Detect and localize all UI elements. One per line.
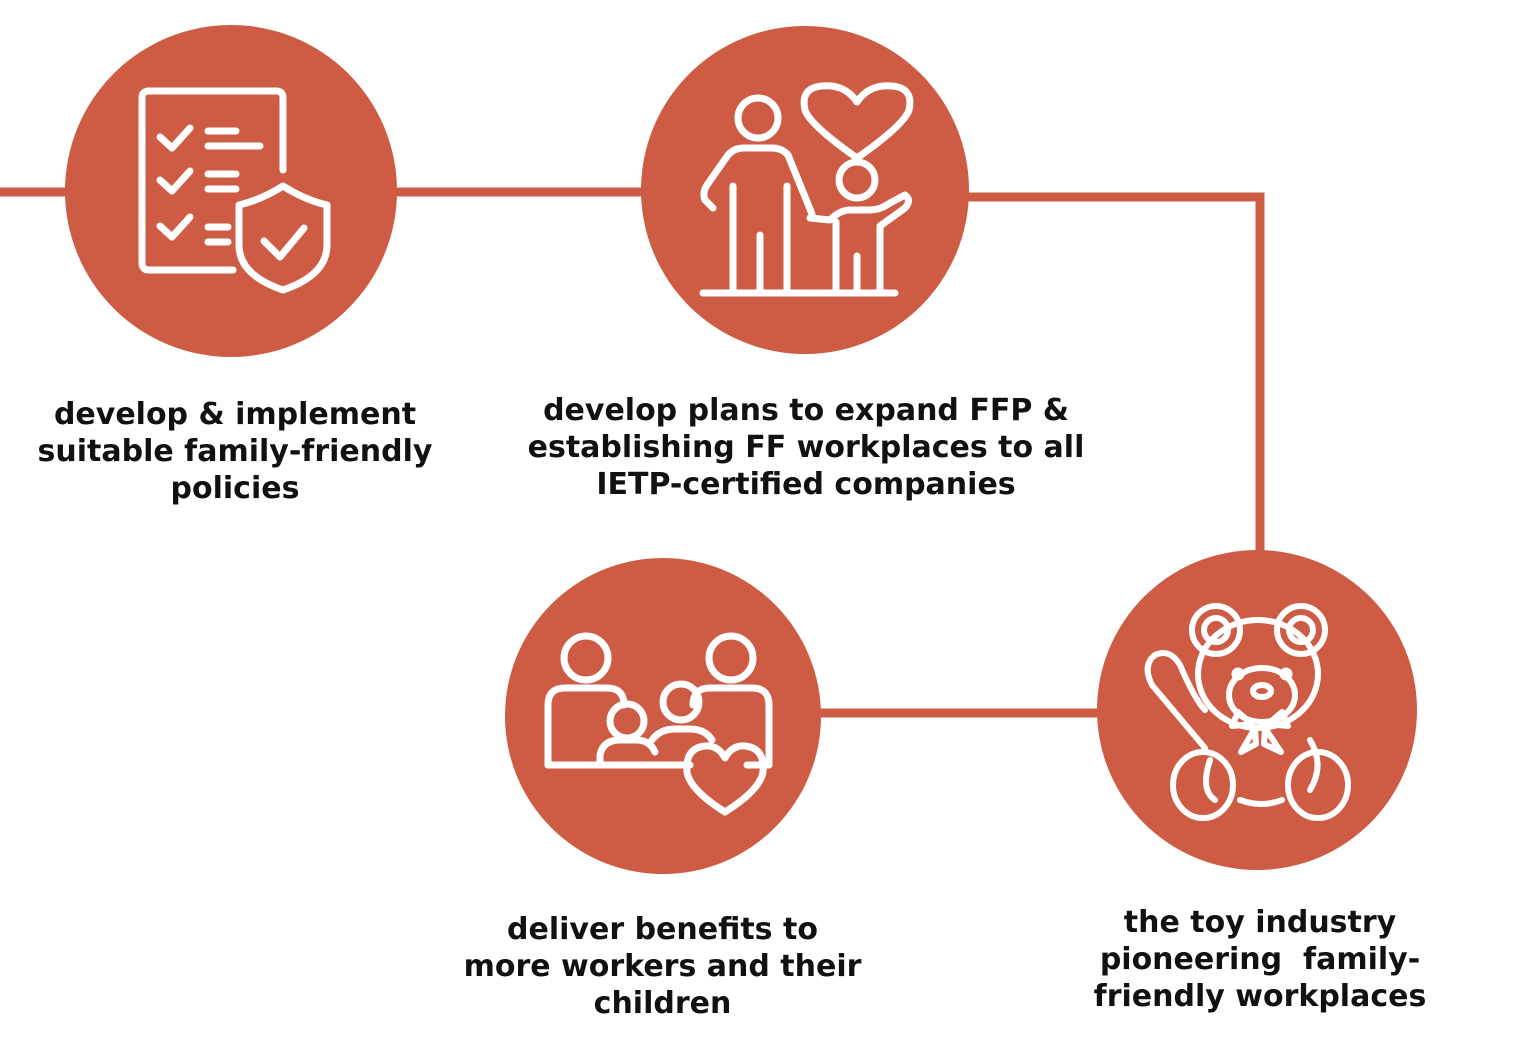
step-circle-3 [505, 558, 821, 874]
parent-child-heart-icon [699, 82, 914, 297]
step-4-caption-line-3: friendly workplaces [1093, 979, 1427, 1014]
step-3-caption-line-1: deliver benefits to [507, 912, 818, 947]
step-1-caption-line-3: policies [170, 471, 300, 506]
step-2-caption-line-3: IETP-certified companies [596, 467, 1016, 502]
step-1-caption-line-1: develop & implement [53, 397, 417, 432]
step-1-caption-line-2: suitable family-friendly [37, 434, 433, 469]
step-2-caption: develop plans to expand FFP & establishi… [500, 392, 1112, 503]
connector-step2-step4 [960, 192, 1265, 560]
teddy-bear-icon [1144, 603, 1351, 821]
step-3-caption-line-3: children [593, 986, 732, 1021]
connector-lines [0, 187, 1265, 718]
step-circle-4 [1097, 550, 1417, 870]
step-2-caption-line-1: develop plans to expand FFP & [543, 393, 1069, 428]
step-1-caption: develop & implement suitable family-frie… [15, 396, 455, 507]
step-3-caption: deliver benefits to more workers and the… [440, 911, 885, 1022]
checklist-shield-icon [138, 87, 331, 294]
step-3-caption-line-2: more workers and their [463, 949, 862, 984]
step-4-caption-line-1: the toy industry [1123, 905, 1397, 940]
step-4-caption-line-2: pioneering family- [1099, 942, 1421, 977]
step-4-caption: the toy industry pioneering family- frie… [1070, 904, 1450, 1015]
step-2-caption-line-2: establishing FF workplaces to all [527, 430, 1085, 465]
family-heart-icon [544, 632, 773, 816]
